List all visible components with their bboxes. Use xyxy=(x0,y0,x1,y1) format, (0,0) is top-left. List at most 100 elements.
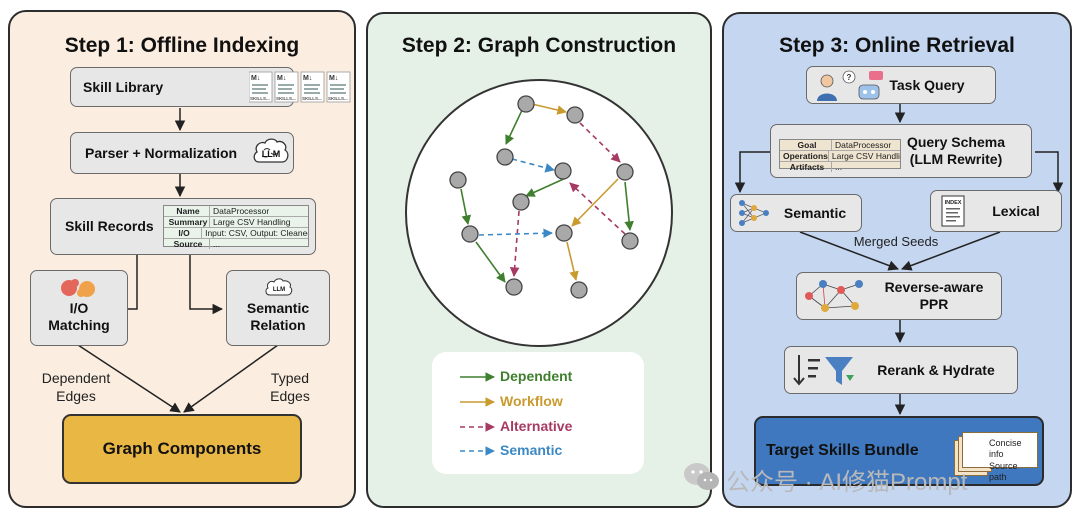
query-schema-label: Query Schema (LLM Rewrite) xyxy=(906,134,1005,167)
legend-dependent: Dependent xyxy=(500,368,573,384)
edge-semantic xyxy=(478,228,553,239)
edge-workflow xyxy=(566,241,579,281)
semantic-retrieval-box[interactable]: Semantic xyxy=(730,194,862,232)
wechat-logo-icon xyxy=(684,463,719,490)
edge-dependent xyxy=(525,176,569,197)
edge-workflow xyxy=(531,103,567,115)
graph-node xyxy=(566,106,584,124)
ppr-box[interactable]: Reverse-aware PPR xyxy=(796,272,1002,320)
graph-node xyxy=(555,224,573,242)
edge-dependent xyxy=(460,188,472,225)
lexical-retrieval-box[interactable]: INDEX Lexical xyxy=(930,190,1062,232)
bundle-line-source: Source path xyxy=(989,460,1018,482)
target-skills-bundle-label: Target Skills Bundle xyxy=(766,442,919,460)
legend-swatches xyxy=(460,372,495,456)
step1-title: Step 1: Offline Indexing xyxy=(64,34,300,57)
svg-text:SKILLS...: SKILLS... xyxy=(302,96,322,101)
neural-net-icon xyxy=(739,200,769,226)
svg-text:M↓: M↓ xyxy=(329,75,338,82)
edge-dependent xyxy=(624,181,634,231)
graph-components-box[interactable]: Graph Components xyxy=(62,414,302,484)
task-query-box[interactable]: ? Task Query xyxy=(806,66,996,104)
edge-dependent xyxy=(505,105,525,145)
lexical-retrieval-label: Lexical xyxy=(992,202,1040,219)
watermark-text: 公众号 · AI修猫Prompt xyxy=(726,469,968,496)
user-robot-icon: ? xyxy=(817,70,883,101)
svg-text:SKILLS...: SKILLS... xyxy=(328,96,348,101)
bundle-doc-stack: Concise info Source path xyxy=(954,432,1040,482)
graph-components-label: Graph Components xyxy=(102,438,262,458)
graph-node xyxy=(570,281,588,299)
record-row: Source... xyxy=(164,239,308,249)
svg-text:M↓: M↓ xyxy=(277,75,286,82)
svg-text:SKILLS...: SKILLS... xyxy=(250,96,270,101)
step3-title: Step 3: Online Retrieval xyxy=(779,34,1015,57)
llm-text: LLM xyxy=(262,149,281,159)
skill-library-label: Skill Library xyxy=(83,78,164,95)
parser-normalization-label: Parser + Normalization xyxy=(85,144,238,161)
semantic-relation-box[interactable]: LLM Semantic Relation xyxy=(226,270,330,346)
merged-seeds-label: Merged Seeds xyxy=(853,234,939,249)
edge-semantic xyxy=(511,158,555,173)
graph-node xyxy=(616,163,634,181)
bundle-line-concise: Concise info xyxy=(989,438,1022,460)
target-skills-bundle-box[interactable]: Target Skills Bundle Concise info Source… xyxy=(754,416,1044,486)
dependent-edges-label: Dependent Edges xyxy=(41,370,111,405)
svg-text:M↓: M↓ xyxy=(303,75,312,82)
sort-filter-icon xyxy=(793,355,854,386)
legend-semantic: Semantic xyxy=(500,442,563,458)
semantic-relation-label: Semantic Relation xyxy=(246,300,310,333)
legend-workflow: Workflow xyxy=(500,393,563,409)
puzzle-icon xyxy=(61,279,95,297)
ppr-label: Reverse-aware PPR xyxy=(884,279,984,312)
edge-alternative xyxy=(509,210,520,277)
legend-alternative: Alternative xyxy=(500,418,573,434)
llm-small-text: LLM xyxy=(273,287,285,293)
svg-text:M↓: M↓ xyxy=(251,75,260,82)
edge-dependent xyxy=(475,241,506,283)
step2-title: Step 2: Graph Construction xyxy=(401,34,677,57)
question-bubble: ? xyxy=(847,73,852,82)
graph-node xyxy=(496,148,514,166)
edge-alternative xyxy=(579,122,621,163)
rerank-hydrate-label: Rerank & Hydrate xyxy=(877,361,995,378)
graph-node xyxy=(554,162,572,180)
graph-node xyxy=(621,232,639,250)
skill-library-box[interactable]: Skill Library M↓ SKILLS... M↓ SKILLS... M↓… xyxy=(70,67,351,107)
svg-text:SKILLS...: SKILLS... xyxy=(276,96,296,101)
io-matching-box[interactable]: I/O Matching xyxy=(30,270,128,346)
index-text: INDEX xyxy=(945,200,962,206)
index-book-icon: INDEX xyxy=(941,195,965,227)
skill-files-icon: M↓ SKILLS... M↓ SKILLS... M↓ SKILLS... M↓ SK… xyxy=(249,71,351,103)
graph-node xyxy=(517,95,535,113)
skill-records-label: Skill Records xyxy=(65,218,154,235)
parser-normalization-box[interactable]: Parser + Normalization LLM xyxy=(70,132,294,174)
graph-node xyxy=(512,193,530,211)
ppr-graph-icon xyxy=(805,280,863,312)
graph-node xyxy=(461,225,479,243)
io-matching-label: I/O Matching xyxy=(48,300,110,333)
typed-edges-label: Typed Edges xyxy=(270,370,310,405)
rerank-hydrate-box[interactable]: Rerank & Hydrate xyxy=(784,346,1018,394)
edge-alternative xyxy=(569,182,626,235)
graph-node xyxy=(505,278,523,296)
schema-row: Artifacts... xyxy=(780,162,900,172)
task-query-label: Task Query xyxy=(889,76,965,93)
semantic-retrieval-label: Semantic xyxy=(783,204,847,221)
edge-workflow xyxy=(571,178,619,227)
graph-boundary xyxy=(405,79,673,347)
llm-brain-icon: LLM xyxy=(253,138,289,163)
llm-small-icon: LLM xyxy=(265,278,293,296)
graph-node xyxy=(449,171,467,189)
